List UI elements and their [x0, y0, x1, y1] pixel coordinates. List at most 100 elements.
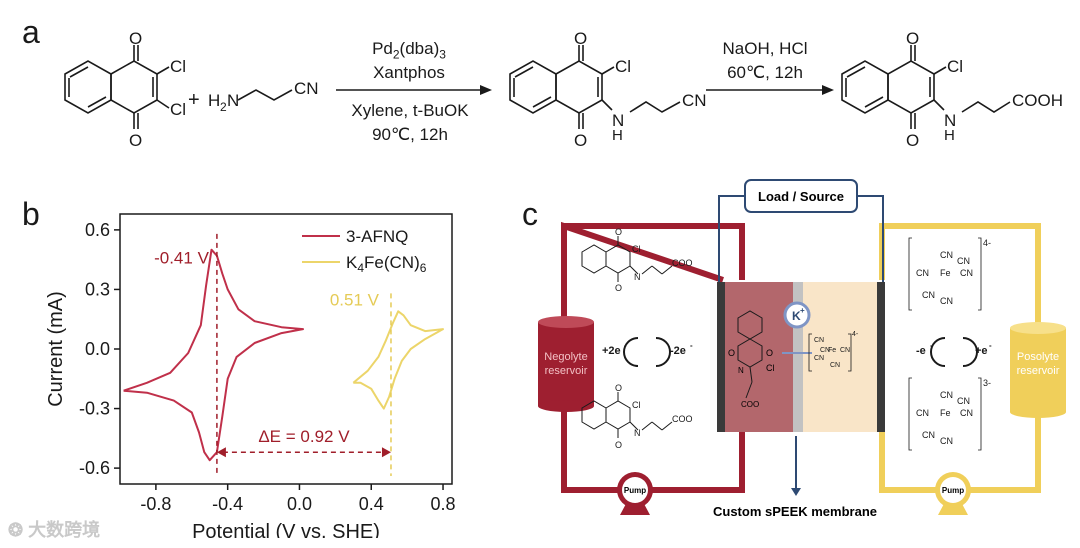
membrane: [793, 282, 803, 432]
svg-text:reservoir: reservoir: [545, 365, 588, 377]
svg-text:Negolyte: Negolyte: [544, 351, 587, 363]
svg-text:H: H: [944, 127, 955, 144]
svg-text:-: -: [989, 341, 992, 350]
posolyte-reservoir: Posolyte reservoir: [1010, 322, 1066, 418]
svg-text:N: N: [227, 91, 239, 110]
svg-text:CN: CN: [916, 268, 929, 278]
svg-text:O: O: [615, 227, 622, 237]
watermark-icon: ❂: [8, 520, 29, 540]
svg-text:CN: CN: [814, 355, 824, 362]
svg-text:CN: CN: [916, 408, 929, 418]
svg-text:CN: CN: [840, 347, 850, 354]
svg-text:CN: CN: [922, 430, 935, 440]
svg-text:Cl: Cl: [766, 363, 775, 373]
svg-text:Fe: Fe: [940, 268, 951, 278]
ferricyanide: CN CN Fe CN CN CN CN 3-: [916, 378, 991, 446]
delta-e-label: ΔE = 0.92 V: [258, 427, 350, 446]
svg-text:+2e: +2e: [602, 345, 621, 357]
step2-temp: 60℃, 12h: [727, 63, 803, 82]
svg-text:N: N: [612, 111, 624, 130]
svg-text:CN: CN: [960, 268, 973, 278]
negative-electrode: [717, 282, 725, 432]
svg-text:CN: CN: [940, 390, 953, 400]
svg-text:O: O: [129, 131, 142, 150]
svg-text:Cl: Cl: [947, 57, 963, 76]
svg-text:N: N: [738, 366, 744, 375]
svg-text:O: O: [728, 348, 735, 358]
svg-text:H: H: [612, 127, 623, 144]
posolyte-pump: Pump: [935, 472, 971, 515]
benzene-ring-1: [64, 60, 112, 114]
svg-text:CN: CN: [814, 337, 824, 344]
svg-text:+: +: [800, 306, 805, 315]
svg-text:COO: COO: [741, 400, 759, 409]
svg-text:Cl: Cl: [170, 100, 186, 119]
svg-text:CN: CN: [922, 290, 935, 300]
svg-text:N: N: [634, 428, 641, 438]
x-tick-label: -0.4: [212, 494, 243, 514]
step1-catalyst: Pd2(dba)3: [372, 39, 446, 62]
svg-text:Fe: Fe: [940, 408, 951, 418]
y-tick-label: 0.6: [85, 220, 110, 240]
y-axis-label: Current (mA): [45, 291, 67, 407]
cv-curve-0: [123, 248, 304, 462]
panel-a-label: a: [22, 14, 40, 50]
x-axis-label: Potential (V vs. SHE): [192, 521, 380, 538]
load-source-label: Load / Source: [758, 189, 844, 204]
svg-text:O: O: [574, 131, 587, 150]
svg-text:4-: 4-: [983, 238, 991, 248]
legend-label-1: K4Fe(CN)6: [346, 253, 427, 275]
svg-text:4-: 4-: [852, 331, 859, 338]
x-tick-label: 0.0: [287, 494, 312, 514]
watermark: ❂ 大数跨境: [8, 520, 101, 540]
svg-text:Posolyte: Posolyte: [1017, 351, 1059, 363]
svg-text:N: N: [944, 111, 956, 130]
svg-text:Cl: Cl: [632, 244, 641, 254]
legend-label-0: 3-AFNQ: [346, 227, 408, 246]
cv-curve-1: [352, 310, 444, 410]
svg-text:O: O: [906, 131, 919, 150]
ferrocyanide: CN CN Fe CN CN CN CN 4-: [916, 238, 991, 306]
posolyte-redox: -e - +e -: [916, 341, 992, 357]
svg-text:CN: CN: [957, 256, 970, 266]
negative-half-cell: [717, 282, 793, 432]
atom-o: O: [129, 29, 142, 48]
negolyte-redox: +2e - -2e -: [602, 341, 693, 357]
positive-electrode: [877, 282, 885, 432]
svg-text:K: K: [792, 309, 801, 323]
svg-text:+e: +e: [975, 345, 988, 357]
svg-text:-: -: [690, 341, 693, 350]
x-tick-label: 0.8: [431, 494, 456, 514]
step1-temp: 90℃, 12h: [372, 125, 448, 144]
quinone-ring-1: [110, 60, 158, 114]
svg-text:-e: -e: [916, 345, 926, 357]
svg-text:O: O: [615, 383, 622, 393]
svg-text:-2e: -2e: [670, 345, 686, 357]
potassium-ion: [783, 301, 811, 329]
step1-ligand: Xantphos: [373, 63, 445, 82]
svg-text:Pump: Pump: [942, 486, 964, 495]
svg-text:N: N: [634, 272, 641, 282]
svg-text:CN: CN: [820, 347, 830, 354]
svg-text:reservoir: reservoir: [1017, 365, 1060, 377]
y-tick-label: 0.0: [85, 339, 110, 359]
svg-text:Cl: Cl: [632, 400, 641, 410]
y-tick-label: -0.6: [79, 458, 110, 478]
svg-text:COOH: COOH: [1012, 91, 1063, 110]
step1-solvent: Xylene, t-BuOK: [351, 101, 469, 120]
delta-e-arrowhead-left: [216, 447, 226, 458]
svg-text:CN: CN: [940, 250, 953, 260]
positive-half-cell: [803, 282, 879, 432]
svg-text:2: 2: [220, 100, 227, 114]
delta-e-arrowhead-right: [381, 447, 391, 458]
arrow-2-head: [822, 85, 834, 95]
nitrile-label: CN: [294, 79, 319, 98]
svg-text:Cl: Cl: [615, 57, 631, 76]
svg-text:CN: CN: [940, 436, 953, 446]
x-tick-label: -0.8: [140, 494, 171, 514]
svg-text:Pump: Pump: [624, 486, 646, 495]
step2-reagents: NaOH, HCl: [722, 39, 808, 58]
membrane-arrow: [791, 488, 801, 496]
svg-text:O: O: [766, 348, 773, 358]
negolyte-reservoir: Negolyte reservoir: [538, 316, 594, 412]
